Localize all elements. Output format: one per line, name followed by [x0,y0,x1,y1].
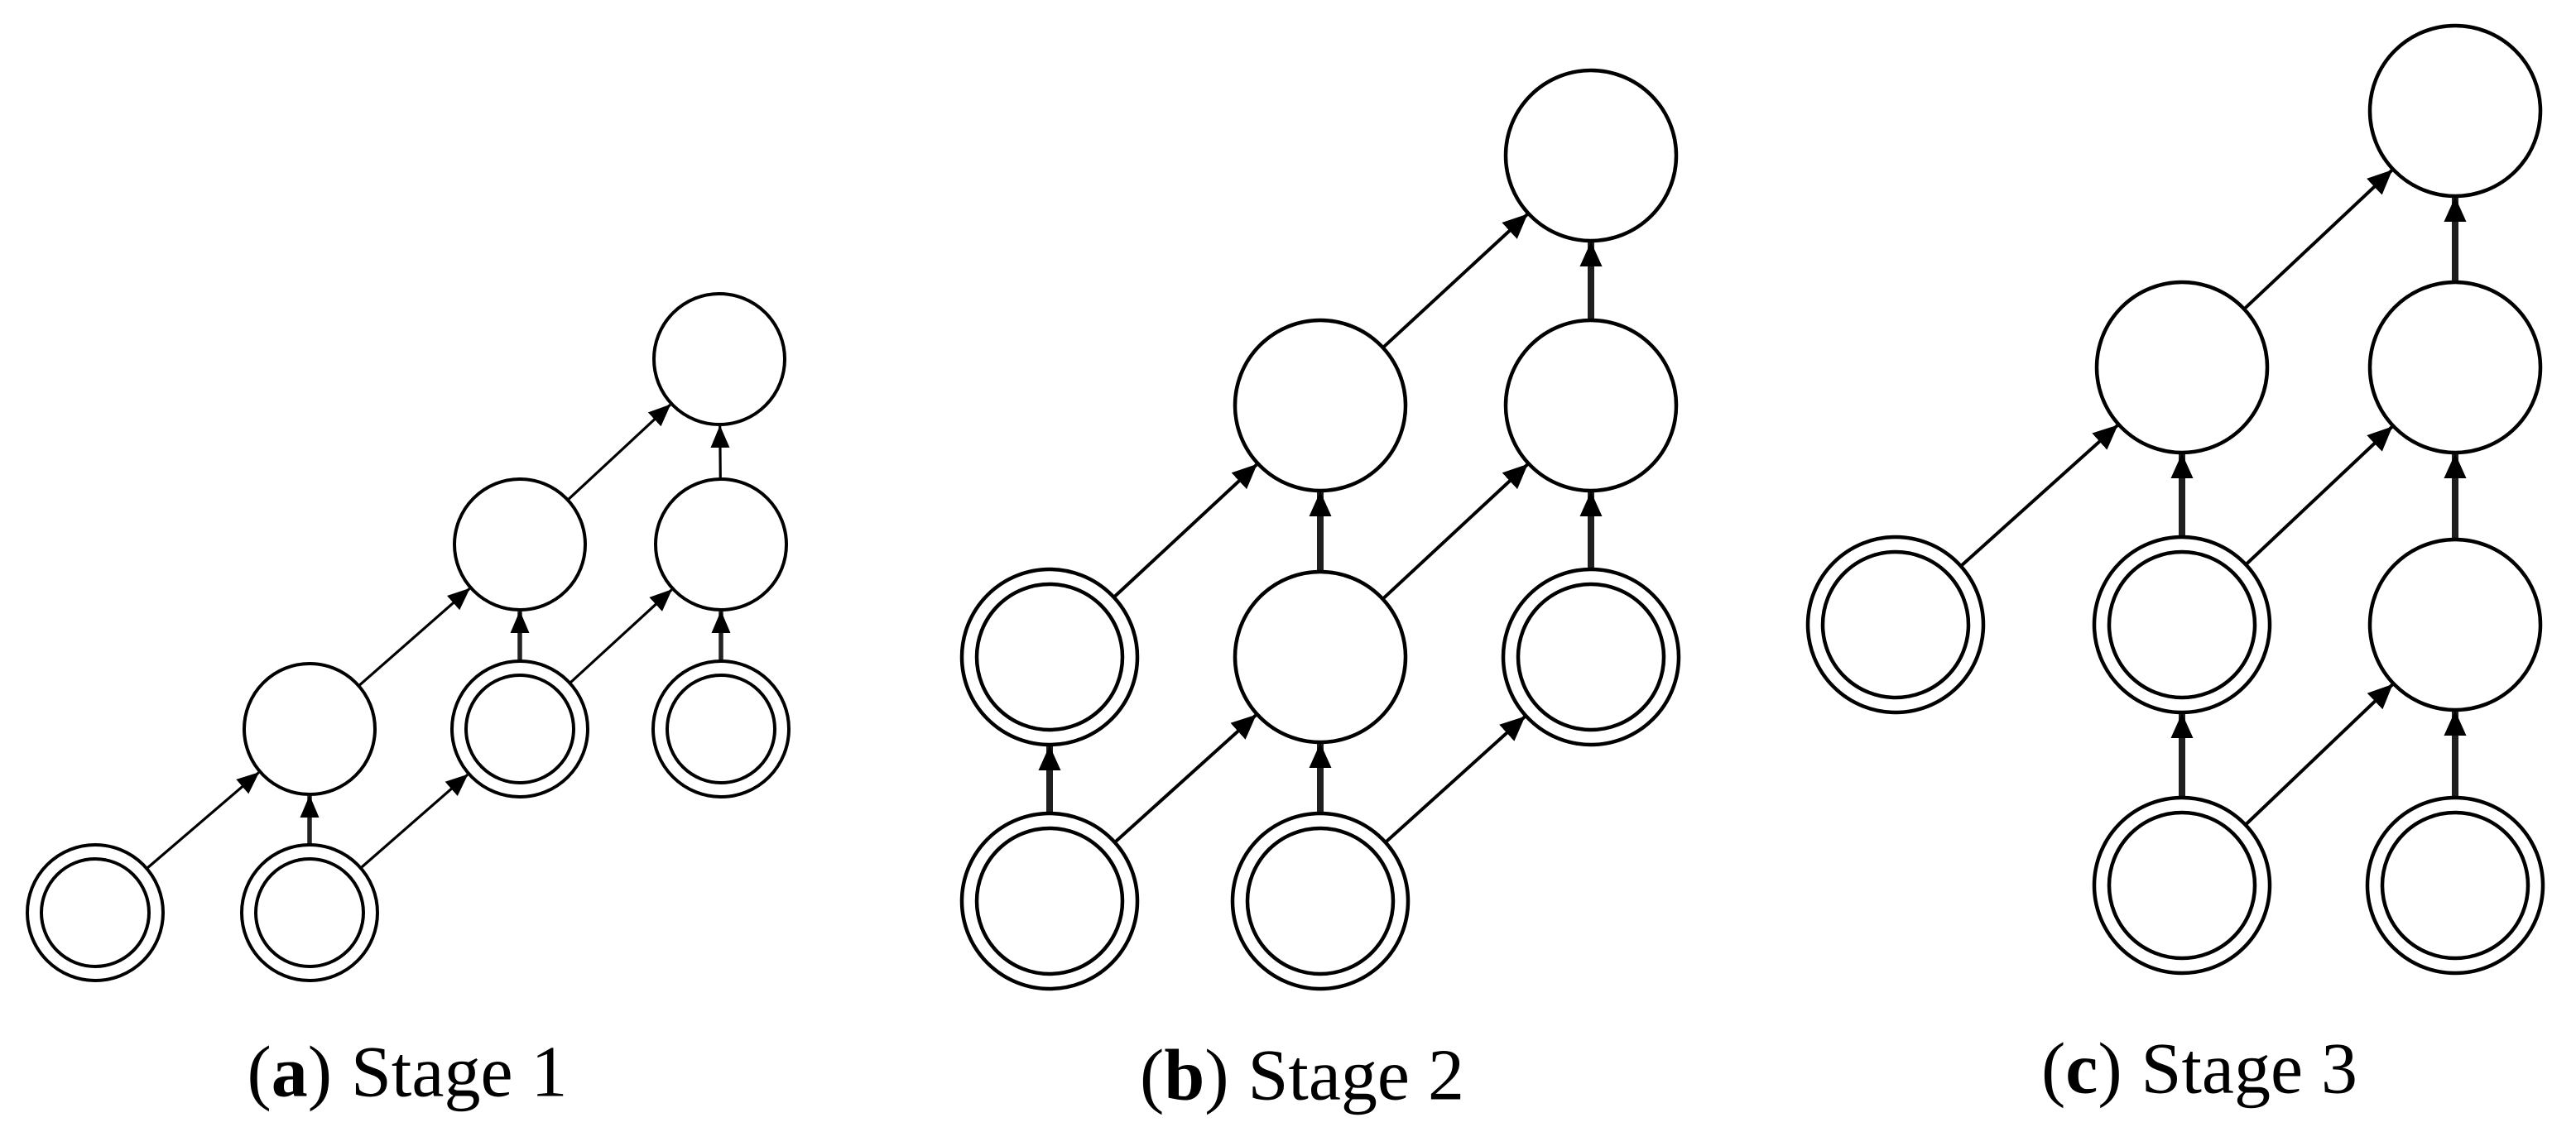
transition-arrow-b-C-F [1113,463,1258,598]
state-node-c-F [2094,280,2270,455]
state-node-a-C [243,662,377,796]
transition-arrow-b-B-E [1385,715,1526,843]
caption-title: Stage 2 [1247,1035,1464,1116]
state-node-inner-ring-b-B [1245,826,1396,976]
state-node-b-B [1230,811,1411,991]
stage-group-c [1805,23,2545,976]
transition-arrow-a-B-D [360,774,469,869]
transition-arrow-b-A-D [1114,713,1257,843]
stage-caption-b: (b)Stage 2 [1140,1034,1464,1118]
state-node-b-G [1503,318,1679,493]
caption-letter: b [1164,1035,1205,1116]
state-node-inner-ring-c-R0 [2380,810,2530,961]
state-node-b-E [1501,567,1681,747]
state-node-a-A [26,843,165,982]
state-node-inner-ring-c-D [2107,549,2257,700]
state-node-b-C [959,567,1140,747]
transition-arrow-b-F-H [1382,213,1529,348]
state-node-inner-ring-b-C [974,582,1125,732]
state-node-inner-ring-b-A [974,826,1125,976]
state-node-a-E [651,659,791,798]
transition-arrow-c-L-F [1960,424,2119,567]
state-node-a-F [453,477,587,611]
caption-close-paren: ) [1204,1035,1229,1116]
state-node-b-H [1503,68,1679,243]
stage-caption-a: (a)Stage 1 [247,1031,567,1115]
state-node-c-B [2092,795,2272,976]
caption-open-paren: ( [2040,1029,2066,1110]
state-node-inner-ring-c-B [2107,810,2257,961]
caption-title: Stage 3 [2141,1029,2358,1110]
state-node-c-G [2367,280,2543,455]
transition-arrow-a-D-G [570,588,673,684]
caption-open-paren: ( [1140,1035,1165,1116]
caption-close-paren: ) [307,1032,333,1113]
state-node-inner-ring-a-E [666,674,776,784]
stage-group-a [26,292,791,982]
caption-letter: a [271,1032,308,1113]
transition-arrow-b-D-G [1382,463,1529,600]
state-node-b-A [959,811,1140,991]
stage-group-b [959,68,1681,991]
transition-arrow-a-F-H [567,403,671,501]
transition-arrow-a-A-C [146,771,260,870]
caption-close-paren: ) [2098,1029,2122,1110]
stage-caption-c: (c)Stage 3 [2041,1028,2357,1111]
caption-open-paren: ( [247,1032,272,1113]
state-node-inner-ring-a-A [40,857,151,968]
caption-title: Stage 1 [350,1032,568,1113]
state-node-inner-ring-a-D [464,674,575,784]
state-node-a-D [450,659,589,798]
state-node-c-R0 [2365,795,2545,976]
caption-letter: c [2065,1029,2098,1110]
transition-arrow-c-B-R1 [2245,683,2394,826]
state-node-c-L [1805,535,1986,715]
state-node-c-D [2092,535,2272,715]
state-node-inner-ring-c-L [1820,549,1971,700]
state-node-inner-ring-b-E [1516,582,1666,732]
state-node-inner-ring-a-B [254,857,365,968]
state-node-a-B [240,843,379,982]
transition-arrow-a-G-H [710,424,730,479]
state-node-b-F [1233,318,1408,493]
transition-arrow-a-C-F [358,587,471,687]
transition-arrow-c-F-H [2243,169,2393,310]
state-node-c-R1 [2367,537,2543,712]
state-node-a-G [654,477,788,611]
transition-arrow-c-D-G [2245,425,2393,566]
state-node-c-H [2367,23,2543,199]
state-node-a-H [652,292,786,426]
state-node-b-D [1233,569,1408,745]
